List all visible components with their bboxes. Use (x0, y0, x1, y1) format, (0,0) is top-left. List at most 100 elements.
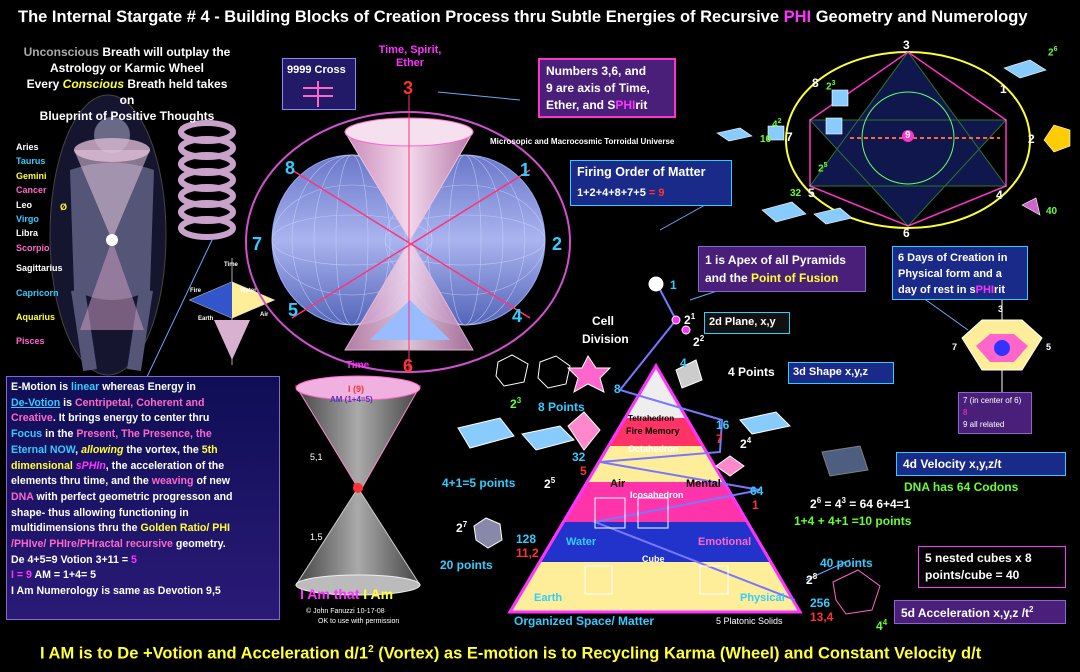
torus-num-5: 5 (288, 300, 299, 320)
zodiac-sign: Leo (16, 199, 33, 210)
pyr-2-3: 23 (510, 396, 522, 411)
octa-num-6: 6 (903, 226, 910, 240)
wheel-top: 3 (998, 304, 1004, 314)
wheel-right: 5 (1046, 342, 1052, 352)
torus-num-6: 6 (403, 356, 414, 376)
human-figure (49, 94, 167, 376)
platonic-solids-label: 5 Platonic Solids (716, 616, 783, 626)
pyr-eq2: 1+4 + 4+1 =10 points (794, 514, 912, 528)
pyr-num-5: 5 (580, 464, 587, 478)
pyr-2-2: 22 (693, 334, 705, 349)
zodiac-sign: Gemini (16, 170, 47, 181)
merkaba-figure (785, 51, 1031, 229)
hourglass-i9: I (9) (348, 384, 365, 394)
hourglass-15: 1,5 (310, 532, 323, 542)
octa-num-16: 16 (760, 134, 772, 145)
numbers-box: Numbers 3,6, and 9 are axis of Time, Eth… (538, 58, 676, 118)
credit: © John Fanuzzi 10-17-08 (306, 608, 385, 615)
hourglass-51: 5,1 (310, 452, 323, 462)
acceleration-box: 5d Acceleration x,y,z /t2 (894, 600, 1066, 624)
zodiac-sign: Taurus (16, 156, 46, 167)
pyr-num-1b: 1 (752, 498, 759, 512)
velocity-box: 4d Velocity x,y,z/t (896, 452, 1066, 476)
water-label: Water (566, 536, 597, 548)
footer-text: I AM is to De +Votion and Acceleration d… (40, 644, 982, 663)
zodiac-sign: Libra (16, 228, 39, 239)
firing-seq: 1+2+4+8+7+5 = 9 (577, 187, 665, 199)
division-label: Division (582, 332, 629, 346)
firing-order-box: Firing Order of Matter 1+2+4+8+7+5 = 9 (570, 160, 732, 206)
pyr-eq1: 26 = 43 = 64 6+4=1 (810, 496, 911, 511)
octa-power-4-2: 42 (772, 118, 782, 131)
pyr-num-112: 11,2 (516, 546, 539, 560)
octa-num-8: 8 (812, 76, 819, 90)
emotional-label: Emotional (698, 536, 752, 548)
plane-box: 2d Plane, x,y (704, 312, 790, 334)
hourglass-time: Time (346, 360, 370, 371)
dna-codons: DNA has 64 Codons (904, 480, 1019, 494)
octa-num-3: 3 (903, 38, 910, 52)
mini-fire: Fire (190, 288, 202, 294)
torus-num-2: 2 (552, 234, 563, 254)
octa-num-2: 2 (1028, 132, 1035, 146)
zodiac-sign: Pisces (16, 336, 45, 347)
five-points: 4+1=5 points (442, 476, 516, 490)
i-am-that-i-am: I Am that I Am (300, 586, 394, 602)
forty-points: 40 points (820, 556, 873, 570)
zodiac-sign: Aries (16, 142, 39, 152)
pyr-num-134: 13,4 (810, 610, 834, 624)
organized-space: Organized Space/ Matter (514, 614, 655, 628)
zodiac-sign: Scorpio (16, 242, 50, 253)
small-cubes (716, 59, 1071, 225)
spiral-coil (178, 120, 236, 240)
torus-num-3: 3 (403, 78, 414, 98)
eight-points: 8 Points (538, 400, 585, 414)
torus-num-7: 7 (252, 234, 263, 254)
hourglass-am: AM (1+4=5) (330, 395, 373, 404)
torus-caption: Microsopic and Macrocosmic Torroidal Uni… (490, 137, 675, 146)
physical-label: Physical (740, 592, 785, 604)
torus-top-label: Time, Spirit,Ether (378, 44, 442, 69)
apex-box: 1 is Apex of all Pyramids and the Point … (698, 246, 866, 292)
mini-earth: Earth (198, 316, 214, 322)
torus-num-1: 1 (520, 160, 531, 180)
octa-num-1: 1 (1000, 82, 1007, 96)
cell-label: Cell (592, 314, 615, 328)
octa-num-4: 4 (996, 188, 1003, 202)
shape-box: 3d Shape x,y,z (788, 362, 894, 384)
zodiac-sign: Aquarius (16, 312, 56, 323)
pyr-num-32: 32 (572, 450, 586, 464)
pyr-num-8: 8 (614, 382, 621, 396)
twenty-points: 20 points (440, 558, 493, 572)
days-box: 6 Days of Creation in Physical form and … (892, 246, 1028, 300)
octa-num-5: 5 (808, 186, 815, 200)
geometric-solids (457, 276, 881, 615)
pyr-4-4: 44 (876, 618, 888, 633)
pyr-num-1: 1 (670, 278, 677, 292)
mini-air: Air (260, 312, 269, 318)
hexagon-wheel (961, 300, 1043, 400)
pyr-num-256: 256 (810, 596, 831, 610)
pyr-num-16: 16 (716, 418, 730, 432)
octahedron-label: Octahedron (628, 444, 679, 454)
cube-label: Cube (642, 554, 665, 564)
fire-memory: Fire Memory (626, 426, 680, 436)
permission: OK to use with permission (318, 618, 400, 625)
firing-title: Firing Order of Matter (577, 165, 706, 179)
octa-num-32: 32 (790, 188, 802, 199)
emotion-box: E-Motion is linear whereas Energy in De-… (6, 376, 280, 620)
earth-label: Earth (534, 592, 563, 604)
octa-power-2-3: 23 (826, 80, 836, 93)
octa-num-7: 7 (786, 130, 793, 144)
hourglass-9: 9 (353, 482, 359, 493)
octa-power-2-6: 26 (1048, 46, 1058, 59)
torus-num-4: 4 (512, 306, 523, 326)
cross-label: 9999 Cross (287, 64, 346, 76)
cross-box: 9999 Cross (282, 58, 356, 110)
pyr-num-64: 64 (750, 484, 764, 498)
wheel-note: 7 (in center of 6) 8 9 all related (958, 392, 1032, 434)
pyr-num-4: 4 (680, 356, 687, 370)
icosahedron-label: Icosahedron (630, 490, 684, 500)
